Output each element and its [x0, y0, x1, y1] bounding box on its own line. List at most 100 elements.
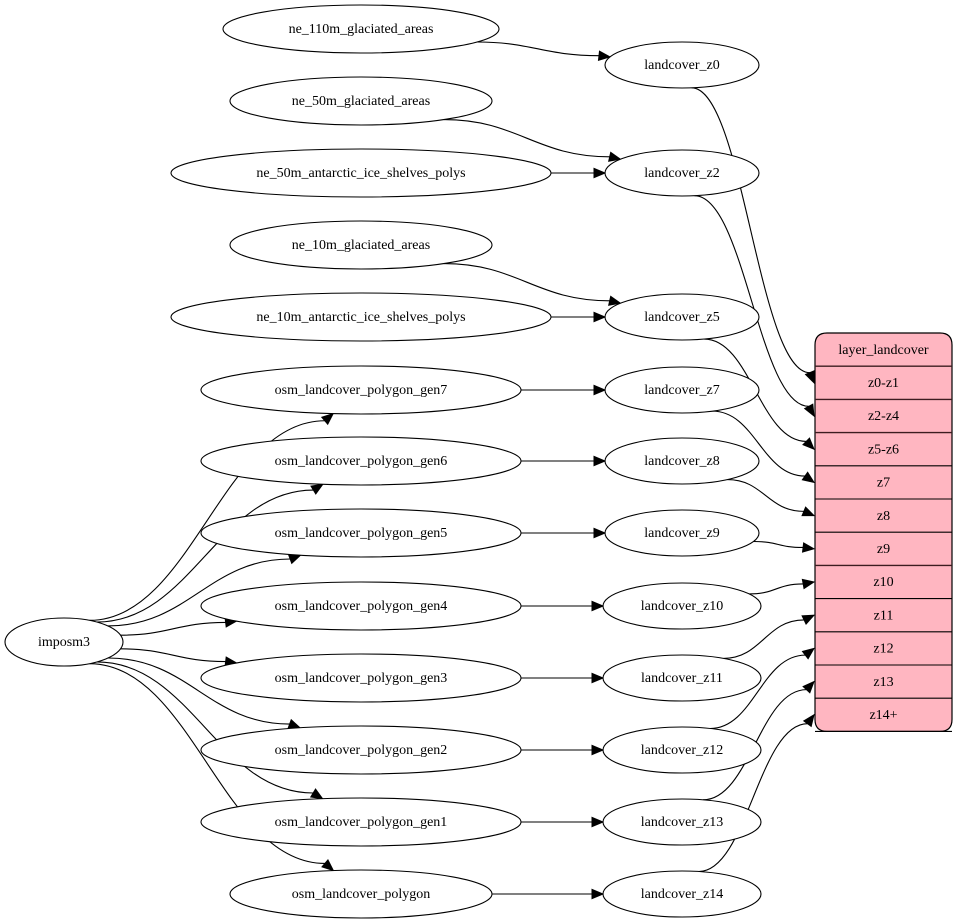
node-landcover_z9[interactable]: landcover_z9 — [604, 509, 760, 557]
edge-arrowhead — [310, 483, 324, 495]
node-shape — [604, 293, 760, 341]
node-osm_landcover_polygon_gen3[interactable]: osm_landcover_polygon_gen3 — [200, 653, 522, 703]
edge-arrowhead — [608, 151, 622, 162]
layer-table-row-z0-z1[interactable]: z0-z1 — [868, 376, 899, 391]
edge-imposm3-to-osm_landcover_polygon_gen3 — [120, 648, 226, 663]
edge-landcover_z8-to-layer_landcover-z8 — [727, 479, 804, 512]
node-shape — [170, 148, 552, 198]
edge-arrowhead — [802, 713, 815, 728]
node-shape — [200, 725, 522, 775]
node-shape — [604, 366, 760, 414]
layer-table-row-z7[interactable]: z7 — [877, 476, 890, 491]
layer-table-row-z11[interactable]: z11 — [874, 608, 894, 623]
node-label: osm_landcover_polygon_gen6 — [275, 454, 448, 469]
edge-landcover_z10-to-layer_landcover-z10 — [749, 583, 804, 595]
edge-arrowhead — [597, 50, 612, 61]
node-shape — [200, 436, 522, 486]
layer-table-row-z8[interactable]: z8 — [877, 509, 890, 524]
node-osm_landcover_polygon_gen2[interactable]: osm_landcover_polygon_gen2 — [200, 725, 522, 775]
edge-arrowhead — [801, 647, 816, 660]
node-shape — [4, 617, 124, 667]
edge-arrowhead — [801, 506, 816, 517]
node-label: landcover_z0 — [644, 58, 719, 73]
edge-arrowhead — [804, 370, 815, 384]
node-label: landcover_z12 — [641, 743, 723, 758]
layer-table-row-z9[interactable]: z9 — [877, 542, 890, 557]
edge-arrowhead — [593, 455, 607, 467]
node-landcover_z5[interactable]: landcover_z5 — [604, 293, 760, 341]
node-landcover_z0[interactable]: landcover_z0 — [604, 41, 760, 89]
node-osm_landcover_polygon[interactable]: osm_landcover_polygon — [229, 869, 493, 919]
node-osm_landcover_polygon_gen1[interactable]: osm_landcover_polygon_gen1 — [200, 797, 522, 847]
node-shape — [604, 509, 760, 557]
node-landcover_z7[interactable]: landcover_z7 — [604, 366, 760, 414]
node-shape — [229, 220, 493, 270]
edge-imposm3-to-osm_landcover_polygon_gen1 — [96, 661, 314, 794]
node-shape — [602, 582, 762, 630]
node-label: ne_110m_glaciated_areas — [289, 22, 434, 37]
edge-arrowhead — [803, 403, 815, 418]
node-shape — [604, 437, 760, 485]
edge-arrowhead — [591, 816, 605, 828]
edge-ne_10m_glaciated_areas-to-landcover_z5 — [443, 263, 610, 302]
edge-ne_110m_glaciated_areas-to-landcover_z0 — [476, 41, 599, 57]
node-shape — [602, 726, 762, 774]
edge-landcover_z14-to-layer_landcover-z14- — [698, 723, 808, 873]
node-shape — [200, 508, 522, 558]
node-label: osm_landcover_polygon_gen4 — [275, 599, 448, 614]
layer-table-row-z12[interactable]: z12 — [873, 642, 893, 657]
layer-table-row-z2-z4[interactable]: z2-z4 — [868, 409, 899, 424]
layer-table-row-z10[interactable]: z10 — [873, 575, 893, 590]
node-shape — [602, 798, 762, 846]
edge-imposm3-to-osm_landcover_polygon_gen2 — [107, 657, 290, 725]
node-landcover_z10[interactable]: landcover_z10 — [602, 582, 762, 630]
node-label: osm_landcover_polygon_gen3 — [275, 671, 448, 686]
node-osm_landcover_polygon_gen5[interactable]: osm_landcover_polygon_gen5 — [200, 508, 522, 558]
layer-table-row-z13[interactable]: z13 — [873, 675, 893, 690]
edge-arrowhead — [320, 412, 335, 426]
node-ne_10m_antarctic_ice_shelves_polys[interactable]: ne_10m_antarctic_ice_shelves_polys — [170, 292, 552, 342]
node-ne_50m_antarctic_ice_shelves_polys[interactable]: ne_50m_antarctic_ice_shelves_polys — [170, 148, 552, 198]
node-landcover_z12[interactable]: landcover_z12 — [602, 726, 762, 774]
node-label: landcover_z5 — [644, 310, 719, 325]
edge-arrowhead — [608, 295, 622, 306]
edge-landcover_z7-to-layer_landcover-z7 — [712, 410, 805, 477]
node-label: osm_landcover_polygon_gen2 — [275, 743, 448, 758]
node-label: landcover_z7 — [644, 383, 719, 398]
node-landcover_z2[interactable]: landcover_z2 — [604, 149, 760, 197]
node-osm_landcover_polygon_gen6[interactable]: osm_landcover_polygon_gen6 — [200, 436, 522, 486]
node-ne_110m_glaciated_areas[interactable]: ne_110m_glaciated_areas — [222, 4, 500, 54]
node-ne_50m_glaciated_areas[interactable]: ne_50m_glaciated_areas — [229, 76, 493, 126]
node-landcover_z13[interactable]: landcover_z13 — [602, 798, 762, 846]
layer-table-row-z14+[interactable]: z14+ — [869, 708, 897, 723]
node-shape — [604, 41, 760, 89]
edge-imposm3-to-osm_landcover_polygon_gen4 — [120, 621, 226, 636]
edge-arrowhead — [801, 614, 816, 625]
edge-arrowhead — [593, 311, 607, 323]
node-imposm3[interactable]: imposm3 — [4, 617, 124, 667]
edge-arrowhead — [802, 680, 815, 694]
node-osm_landcover_polygon_gen4[interactable]: osm_landcover_polygon_gen4 — [200, 581, 522, 631]
node-shape — [602, 870, 762, 918]
edge-arrowhead — [309, 788, 324, 800]
node-landcover_z8[interactable]: landcover_z8 — [604, 437, 760, 485]
node-label: imposm3 — [38, 635, 90, 650]
edge-arrowhead — [801, 578, 816, 590]
node-shape — [200, 797, 522, 847]
node-label: osm_landcover_polygon_gen7 — [275, 383, 448, 398]
node-label: osm_landcover_polygon_gen1 — [275, 815, 448, 830]
node-landcover_z11[interactable]: landcover_z11 — [602, 654, 762, 702]
node-label: ne_10m_antarctic_ice_shelves_polys — [256, 310, 465, 325]
layer-table-header: layer_landcover — [838, 343, 929, 358]
node-label: osm_landcover_polygon — [292, 887, 430, 902]
node-landcover_z14[interactable]: landcover_z14 — [602, 870, 762, 918]
layer-table-row-z5-z6[interactable]: z5-z6 — [868, 442, 899, 457]
node-shape — [170, 292, 552, 342]
node-label: ne_10m_glaciated_areas — [292, 238, 430, 253]
node-shape — [200, 365, 522, 415]
node-osm_landcover_polygon_gen7[interactable]: osm_landcover_polygon_gen7 — [200, 365, 522, 415]
node-shape — [604, 149, 760, 197]
node-label: landcover_z11 — [641, 671, 723, 686]
node-ne_10m_glaciated_areas[interactable]: ne_10m_glaciated_areas — [229, 220, 493, 270]
